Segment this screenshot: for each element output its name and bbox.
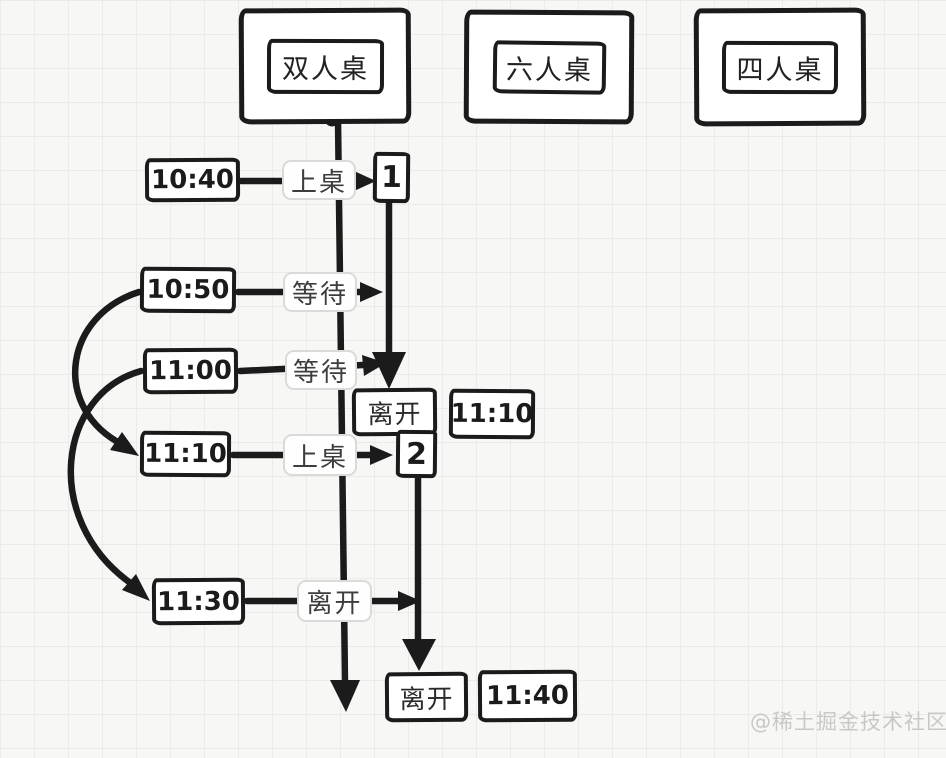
table-label: 六人桌 xyxy=(492,39,606,95)
table-label: 双人桌 xyxy=(266,38,384,94)
arrowhead-right-icon xyxy=(360,282,383,302)
curve-1050-to-1110 xyxy=(71,288,143,456)
drop-line-party1 xyxy=(372,200,406,389)
arrowhead-right-icon xyxy=(370,445,393,465)
table-label: 四人桌 xyxy=(721,40,839,94)
departure-time-1: 11:10 xyxy=(448,388,536,440)
departure-box-1: 离开 xyxy=(351,387,438,437)
party-node-1: 1 xyxy=(372,151,411,204)
curve-1100-to-1130 xyxy=(67,367,150,601)
action-label-leave: 离开 xyxy=(297,580,372,622)
watermark: @稀土掘金技术社区 xyxy=(750,710,946,734)
table-box-four: 四人桌 xyxy=(693,7,867,127)
arrowhead-right-icon xyxy=(122,574,150,601)
departure-time-2: 11:40 xyxy=(477,669,578,723)
time-box-1110: 11:10 xyxy=(139,430,232,478)
arrowhead-right-icon xyxy=(362,355,386,376)
time-box-1040: 10:40 xyxy=(144,157,241,203)
departure-box-2: 离开 xyxy=(384,671,469,723)
time-box-1130: 11:30 xyxy=(151,577,246,626)
action-label-wait-2: 等待 xyxy=(285,350,357,390)
arrowhead-right-icon xyxy=(398,591,421,611)
table-box-six: 六人桌 xyxy=(463,9,635,125)
party-node-2: 2 xyxy=(395,429,438,479)
action-label-seat-1: 上桌 xyxy=(282,160,356,200)
arrowhead-down-icon xyxy=(330,680,360,712)
time-box-1100: 11:00 xyxy=(142,347,239,395)
action-label-seat-2: 上桌 xyxy=(283,434,357,476)
time-box-1050: 10:50 xyxy=(139,266,237,314)
drop-line-party2 xyxy=(402,475,436,671)
arrowhead-down-icon xyxy=(402,639,436,671)
arrowhead-right-icon xyxy=(110,432,139,456)
action-label-wait-1: 等待 xyxy=(283,272,357,312)
table-box-double: 双人桌 xyxy=(238,7,412,125)
arrowhead-down-icon xyxy=(372,352,406,389)
arrowhead-right-icon xyxy=(354,171,376,191)
